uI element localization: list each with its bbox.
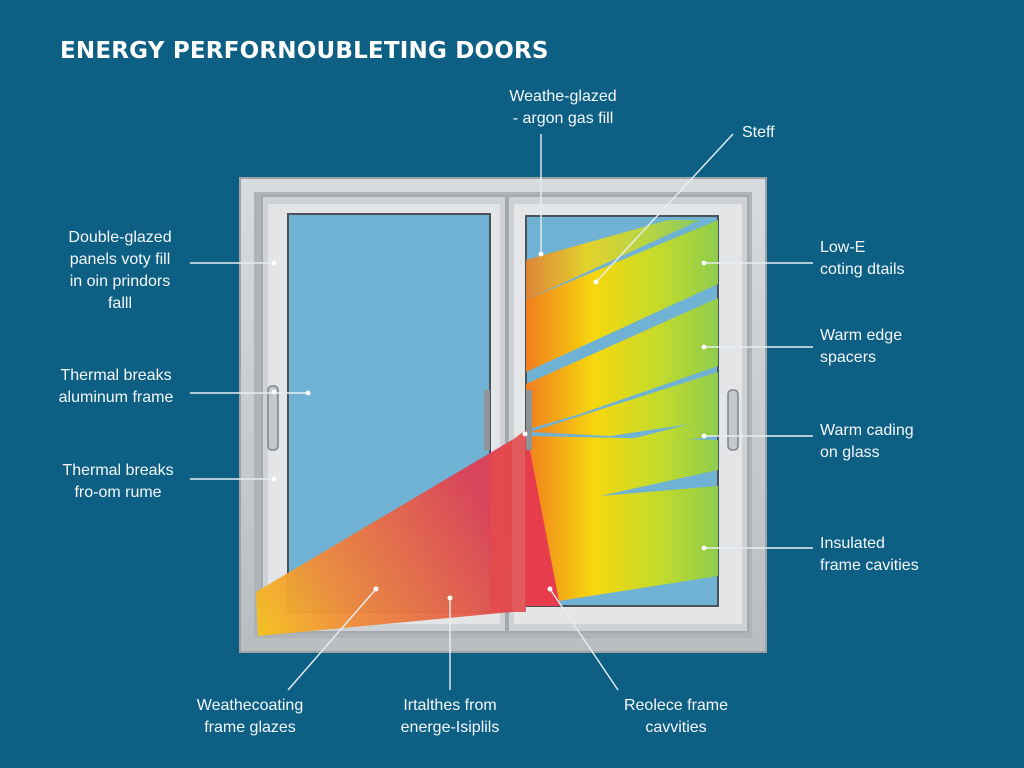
callout-warm-edge: Warm edge spacers <box>820 327 903 366</box>
leader-bottom-right <box>549 588 619 691</box>
callout-low-e: Low-E coting dtails <box>820 239 905 278</box>
callout-argon-gas: Weathe-glazed - argon gas fill <box>509 88 617 127</box>
callout-thermal-aluminum: Thermal breaks aluminum frame <box>58 367 174 406</box>
callout-frame-cavities: Reolece frame cavvities <box>623 697 729 736</box>
heat-wedge-center <box>490 430 526 612</box>
heat-bands-right <box>526 220 718 606</box>
left-door-handle <box>267 385 279 451</box>
callout-steff: Steff <box>742 124 775 141</box>
page-title: ENERGY PERFORNOUBLETING DOORS <box>60 38 549 64</box>
left-sash-stile <box>484 390 490 450</box>
callout-warm-coating: Warm cading on glass <box>820 422 914 461</box>
callout-energy: Irtalthes from energe-Isiplils <box>400 697 500 736</box>
callout-double-glazed: Double-glazed panels voty fill in oin pr… <box>68 229 172 312</box>
callout-thermal-frame: Thermal breaks fro-om rume <box>62 462 174 501</box>
leader-bottom-left <box>287 588 377 691</box>
callout-insulated: Insulated frame cavities <box>820 535 919 574</box>
leader-top-right <box>595 133 734 283</box>
callout-weathercoating: Weathecoating frame glazes <box>196 697 304 736</box>
heat-wedge-left <box>256 440 512 636</box>
right-sash-stile <box>526 390 532 450</box>
right-door-handle <box>727 389 739 451</box>
